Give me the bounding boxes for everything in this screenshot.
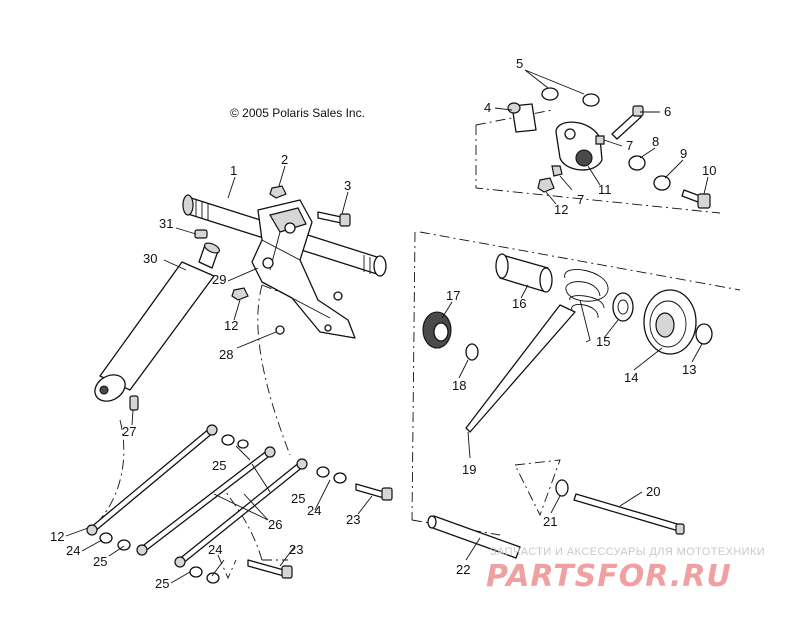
callout-22: 22 (456, 562, 470, 577)
callout-20: 20 (646, 484, 660, 499)
callout-23b: 23 (289, 542, 303, 557)
callout-25d: 25 (155, 576, 169, 591)
washer-15 (612, 292, 634, 322)
spacer-tube (495, 253, 553, 293)
washer-18 (465, 343, 479, 361)
callout-4: 4 (484, 100, 491, 115)
callout-numbers: 1 2 3 4 5 6 7 7 8 9 10 11 12 12 12 13 14… (50, 56, 716, 591)
callout-26: 26 (268, 517, 282, 532)
hardware-bolt-3 (317, 211, 351, 227)
callout-23a: 23 (346, 512, 360, 527)
callout-25c: 25 (93, 554, 107, 569)
callout-9: 9 (680, 146, 687, 161)
watermark-tagline: ЗАПЧАСТИ И АКСЕССУАРЫ ДЛЯ МОТОТЕХНИКИ (490, 546, 765, 558)
callout-19: 19 (462, 462, 476, 477)
callout-7b: 7 (577, 192, 584, 207)
callout-3: 3 (344, 178, 351, 193)
callout-14: 14 (624, 370, 638, 385)
washer-13 (695, 323, 713, 345)
callout-1: 1 (230, 163, 237, 178)
watermark: ЗАПЧАСТИ И АКСЕССУАРЫ ДЛЯ МОТОТЕХНИКИ PA… (486, 546, 765, 594)
callout-5: 5 (516, 56, 523, 71)
callout-25b: 25 (291, 491, 305, 506)
tube-22 (427, 515, 521, 559)
callout-leaders (65, 69, 709, 584)
washer-9 (653, 175, 671, 191)
callout-24b: 24 (66, 543, 80, 558)
washer-8 (628, 155, 646, 171)
callout-10: 10 (702, 163, 716, 178)
hardware-nut-12-front (231, 287, 249, 301)
idler-wheel (643, 289, 697, 355)
bushing-5b (582, 93, 600, 107)
callout-17: 17 (446, 288, 460, 303)
callout-16: 16 (512, 296, 526, 311)
lower-hardware (99, 434, 393, 584)
callout-12-lower: 12 (50, 529, 64, 544)
callout-21: 21 (543, 514, 557, 529)
hardware-washer-28 (275, 325, 285, 335)
callout-11: 11 (598, 182, 612, 197)
front-arm-bracket (251, 199, 356, 339)
callout-31: 31 (159, 216, 173, 231)
callout-7a: 7 (626, 138, 633, 153)
idler-hub (422, 311, 452, 349)
nut-12-upper (537, 177, 555, 193)
callout-24a: 24 (307, 503, 321, 518)
callout-12-upper: 12 (554, 202, 568, 217)
callout-30: 30 (143, 251, 157, 266)
hardware-nut-2 (269, 185, 287, 199)
torsion-spring (465, 269, 609, 433)
callout-25a: 25 (212, 458, 226, 473)
shock-absorber (94, 242, 221, 402)
pivot-bushing-4 (507, 102, 537, 133)
bolt-6 (611, 105, 644, 140)
callout-29: 29 (212, 272, 226, 287)
callout-24c: 24 (208, 542, 222, 557)
callout-28: 28 (219, 347, 233, 362)
callout-6: 6 (664, 104, 671, 119)
callout-27: 27 (122, 424, 136, 439)
watermark-brand: PARTSFOR.RU (486, 559, 732, 594)
callout-8: 8 (652, 134, 659, 149)
tie-rods-26 (86, 424, 308, 568)
washer-7a (595, 135, 605, 145)
copyright-text: © 2005 Polaris Sales Inc. (230, 106, 365, 120)
washer-7b (551, 165, 563, 177)
shock-pin-upper (194, 229, 208, 239)
washer-21 (555, 479, 569, 497)
rod-20 (573, 493, 685, 535)
callout-15: 15 (596, 334, 610, 349)
callout-18: 18 (452, 378, 466, 393)
shock-pin-lower (129, 395, 139, 411)
pivot-arm-11 (555, 121, 603, 171)
bushing-5a (541, 87, 559, 101)
callout-13: 13 (682, 362, 696, 377)
bolt-10 (681, 189, 711, 209)
callout-12-front: 12 (224, 318, 238, 333)
callout-2: 2 (281, 152, 288, 167)
